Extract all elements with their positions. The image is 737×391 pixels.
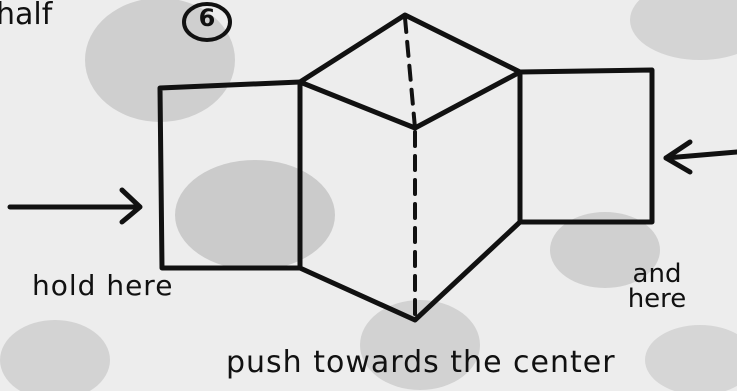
and-here-line2: here [612, 287, 702, 312]
hold-here-label: hold here [32, 272, 173, 300]
and-here-label: and here [612, 262, 702, 311]
center-panel-bottom-edge [300, 222, 520, 320]
arrow-left-icon [666, 142, 737, 172]
arrow-right-icon [10, 190, 140, 222]
step-label: half [0, 0, 52, 30]
step-number: 6 [184, 6, 230, 42]
left-panel [160, 82, 300, 268]
and-here-line1: and [612, 262, 702, 287]
push-caption: push towards the center [226, 348, 616, 378]
right-panel [520, 70, 652, 222]
peak-crease [405, 18, 415, 128]
